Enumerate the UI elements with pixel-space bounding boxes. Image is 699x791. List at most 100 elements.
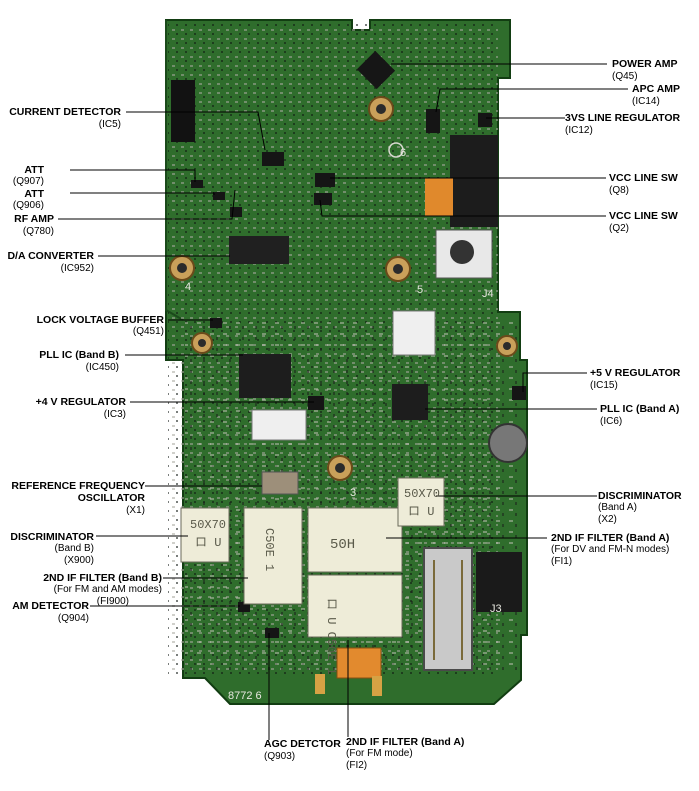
chip-q906 xyxy=(213,192,225,200)
label-current-detector: CURRENT DETECTOR xyxy=(9,106,121,118)
label-2nd-if-filter-a-fm-mode: (For FM mode) xyxy=(346,748,413,759)
pin-2 xyxy=(372,676,382,696)
label-2nd-if-filter-b-modes: (For FM and AM modes) xyxy=(53,584,162,595)
crystal-x1 xyxy=(261,471,299,495)
orange-sw xyxy=(425,178,453,216)
ref-q8: (Q8) xyxy=(609,185,629,196)
silk-6: 6 xyxy=(400,147,406,159)
chip-ic3 xyxy=(308,396,324,410)
mark-x2-2: ロ U xyxy=(408,505,434,519)
silk-5: 5 xyxy=(417,284,423,296)
chip-q451 xyxy=(210,318,222,328)
silk-3: 3 xyxy=(350,487,356,499)
ref-ic12: (IC12) xyxy=(565,125,593,136)
label-pll-band-a: PLL IC (Band A) xyxy=(600,403,680,415)
chip-q904 xyxy=(238,602,250,612)
chip-marks: 50X70 ロ U 50X70 ロ U 50H C50E 1 ロ U C50E … xyxy=(190,487,440,675)
chip-q2 xyxy=(314,193,332,205)
chip-ic5 xyxy=(262,152,284,166)
pin-1 xyxy=(315,674,325,694)
chip-ic12 xyxy=(478,113,492,127)
ref-ic5: (IC5) xyxy=(98,119,121,130)
chip-ic15 xyxy=(512,386,526,400)
filter-fi2 xyxy=(307,574,403,638)
label-2nd-if-filter-a-modes: (For DV and FM-N modes) xyxy=(551,544,670,555)
ref-ic15: (IC15) xyxy=(590,380,618,391)
label-5v-regulator: +5 V REGULATOR xyxy=(590,367,681,379)
black-jack-top xyxy=(171,80,195,142)
big-connector xyxy=(423,547,473,671)
label-2nd-if-filter-a-fm: 2ND IF FILTER (Band A) xyxy=(346,736,465,748)
ref-q903: (Q903) xyxy=(264,751,296,762)
chip-q780 xyxy=(230,207,242,217)
ref-x2: (X2) xyxy=(598,514,617,525)
filters xyxy=(180,477,445,638)
ref-q451: (Q451) xyxy=(132,326,164,337)
label-am-detector: AM DETECTOR xyxy=(12,600,89,612)
mark-x2: 50X70 xyxy=(404,487,440,501)
label-lock-voltage-buffer: LOCK VOLTAGE BUFFER xyxy=(36,314,164,326)
silkscreen: 6 5 4 3 J4 J3 8772 6 xyxy=(185,147,502,702)
ref-ic3: (IC3) xyxy=(103,409,126,420)
filter-x2 xyxy=(397,477,445,527)
silk-4: 4 xyxy=(185,281,191,293)
silk-j3: J3 xyxy=(490,603,502,615)
label-agc-detector: AGC DETCTOR xyxy=(264,738,341,750)
mark-fi1: 50H xyxy=(330,537,355,553)
label-2nd-if-filter-a: 2ND IF FILTER (Band A) xyxy=(551,532,670,544)
leader-lines xyxy=(58,63,628,740)
orange-trimmer xyxy=(336,647,382,679)
label-vcc-line-sw-q2: VCC LINE SW xyxy=(609,210,678,222)
ref-q780: (Q780) xyxy=(22,226,54,237)
parts xyxy=(171,80,528,696)
chip-q903 xyxy=(265,628,279,638)
silk-board-no: 8772 6 xyxy=(228,690,262,702)
label-att-q906: ATT xyxy=(24,188,44,200)
chips xyxy=(191,50,526,638)
mark-x900-2: ロ U xyxy=(195,536,221,550)
label-power-amp: POWER AMP xyxy=(612,58,678,70)
label-att-q907: ATT xyxy=(24,164,44,176)
ref-ic14: (IC14) xyxy=(632,96,660,107)
ref-fi1: (FI1) xyxy=(551,556,573,567)
silk-j4: J4 xyxy=(482,288,494,300)
label-discriminator-b-band: (Band B) xyxy=(54,543,94,554)
label-rf-amp: RF AMP xyxy=(14,213,54,225)
ref-x900: (X900) xyxy=(63,555,94,566)
label-ref-freq-osc: OSCILLATOR xyxy=(77,492,145,504)
right-jack-2 xyxy=(476,552,522,612)
mark-fi900: C50E 1 xyxy=(262,528,276,571)
label-4v-regulator: +4 V REGULATOR xyxy=(35,396,126,408)
ref-x1: (X1) xyxy=(126,505,145,516)
chip-q45 xyxy=(356,50,396,90)
label-3vs-line-regulator: 3VS LINE REGULATOR xyxy=(565,112,681,124)
mark-x900: 50X70 xyxy=(190,518,226,532)
label-ref-freq: REFERENCE FREQUENCY xyxy=(11,480,145,492)
label-discriminator-a: DISCRIMINATOR xyxy=(598,490,682,502)
ref-ic450: (IC450) xyxy=(85,362,119,373)
filter-x900 xyxy=(180,507,230,563)
filter-fi900 xyxy=(243,507,303,605)
right-jack-1 xyxy=(450,135,498,227)
label-pll-band-b: PLL IC (Band B) xyxy=(39,349,119,361)
label-apc-amp: APC AMP xyxy=(632,83,681,95)
chip-ic14 xyxy=(426,109,440,133)
label-discriminator-a-band: (Band A) xyxy=(598,502,637,513)
elec-capacitor xyxy=(488,423,528,463)
ref-ic6: (IC6) xyxy=(600,416,623,427)
label-vcc-line-sw-q8: VCC LINE SW xyxy=(609,172,678,184)
ref-q907: (Q907) xyxy=(12,176,44,187)
chip-ic952 xyxy=(229,236,289,264)
label-discriminator-b: DISCRIMINATOR xyxy=(10,531,94,543)
ref-fi900: (FI900) xyxy=(96,596,129,607)
label-da-converter: D/A CONVERTER xyxy=(7,250,94,262)
ref-q45: (Q45) xyxy=(612,71,638,82)
ref-q904: (Q904) xyxy=(57,613,89,624)
ref-ic952: (IC952) xyxy=(60,263,94,274)
label-2nd-if-filter-b: 2ND IF FILTER (Band B) xyxy=(43,572,162,584)
ref-q2: (Q2) xyxy=(609,223,629,234)
mark-fi2: ロ U C50E 1 xyxy=(324,598,338,675)
chip-q8 xyxy=(315,173,335,187)
